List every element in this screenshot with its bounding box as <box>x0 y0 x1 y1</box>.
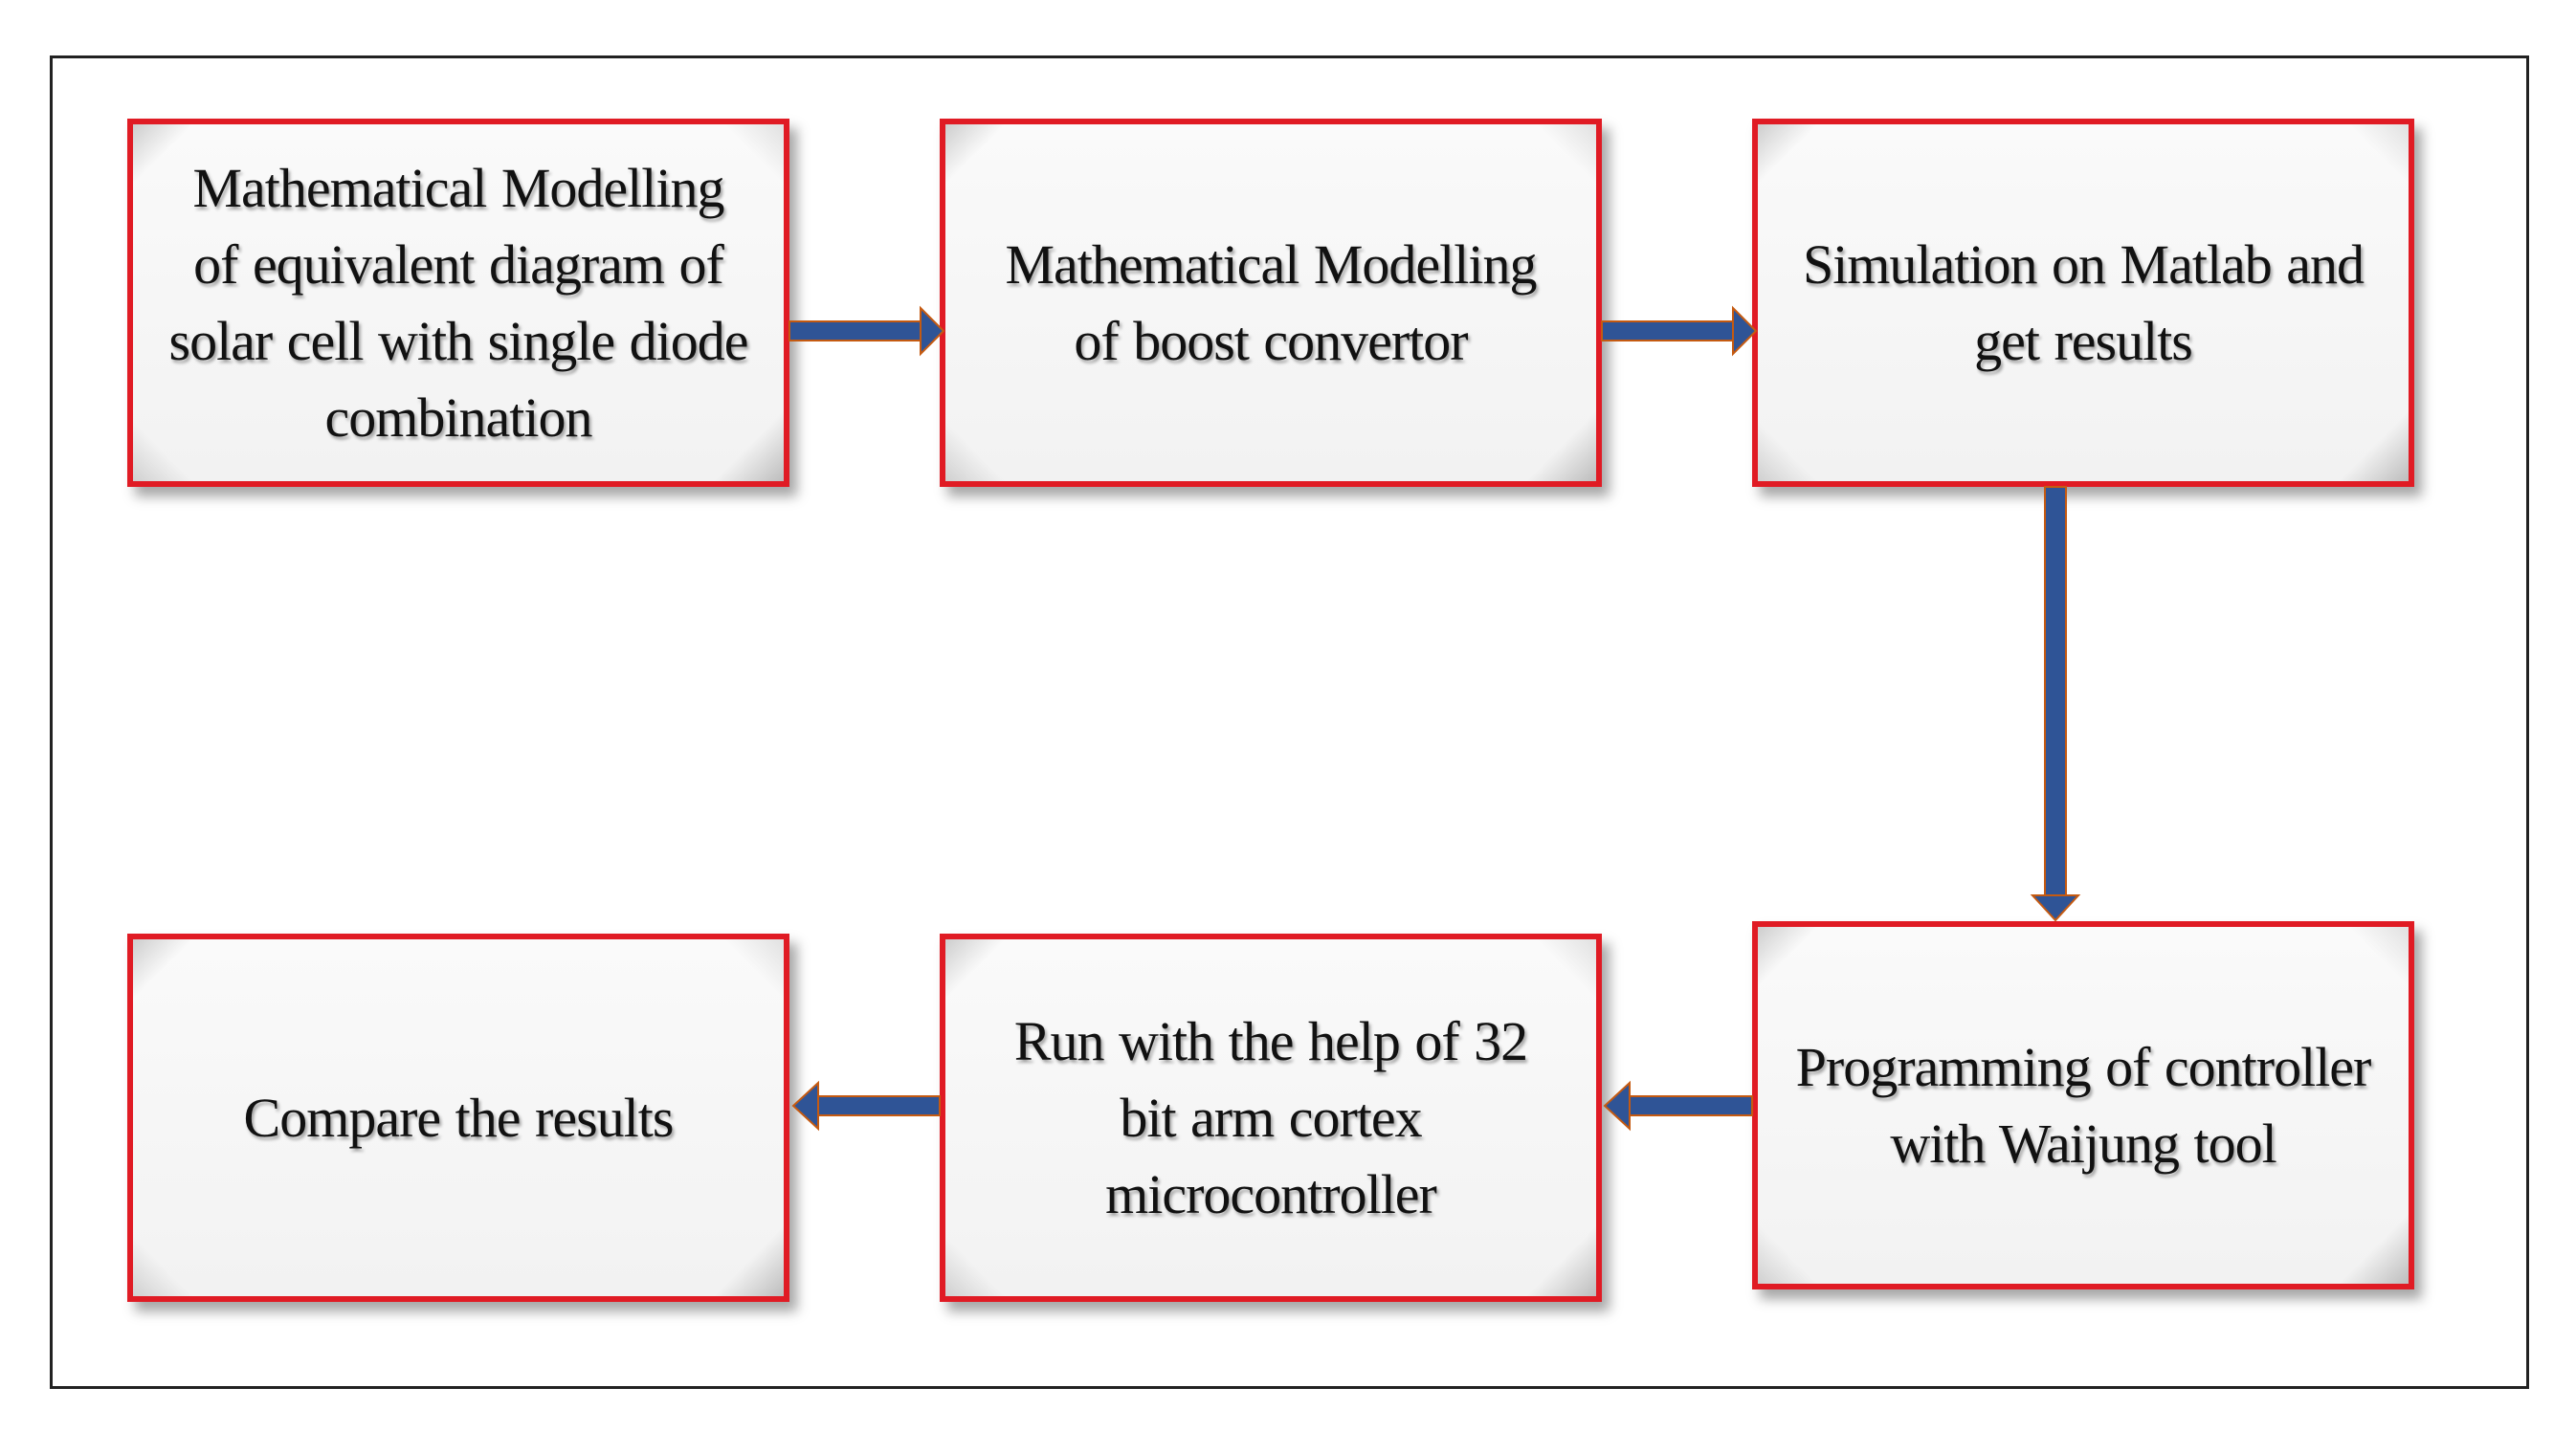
step-label: Simulation on Matlab and get results <box>1802 232 2365 372</box>
step-label: Run with the help of 32 bit arm cortex m… <box>1013 1009 1528 1225</box>
step-box-modelling-solar-cell: Mathematical Modelling of equivalent dia… <box>127 119 789 487</box>
step-label: Mathematical Modelling of equivalent dia… <box>168 156 749 449</box>
step-box-compare-results: Compare the results <box>127 934 789 1302</box>
step-label: Mathematical Modelling of boost converto… <box>1005 232 1537 372</box>
step-label: Compare the results <box>243 1086 675 1149</box>
step-box-modelling-boost-convertor: Mathematical Modelling of boost converto… <box>940 119 1602 487</box>
step-box-simulation-matlab: Simulation on Matlab and get results <box>1752 119 2414 487</box>
step-label: Programming of controller with Waijung t… <box>1795 1035 2372 1175</box>
step-box-run-microcontroller: Run with the help of 32 bit arm cortex m… <box>940 934 1602 1302</box>
step-box-programming-controller: Programming of controller with Waijung t… <box>1752 921 2414 1289</box>
